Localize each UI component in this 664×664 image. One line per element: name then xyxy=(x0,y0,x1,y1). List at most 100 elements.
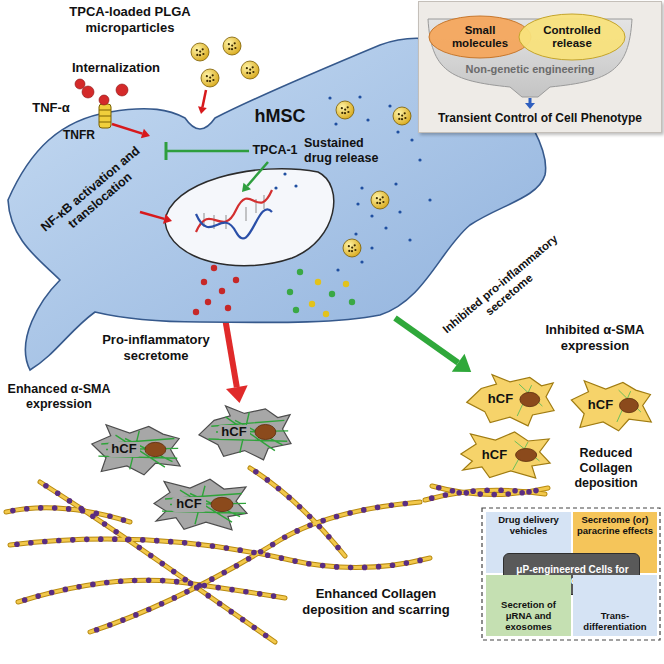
annotation-label: Reduced Collagen deposition xyxy=(552,446,660,491)
fibroblast-cell: hCF xyxy=(150,477,250,532)
annotation-label: Internalization xyxy=(60,60,172,76)
collagen-dot xyxy=(154,538,160,544)
dashed-frame xyxy=(482,508,660,640)
collagen-fiber-core xyxy=(432,486,548,495)
collagen-dot xyxy=(102,521,108,527)
collagen-dot xyxy=(136,545,142,551)
collagen-dot xyxy=(35,593,41,599)
cell-name: hCF xyxy=(172,497,206,512)
collagen-dot xyxy=(470,488,476,494)
collagen-dot xyxy=(94,627,100,633)
collagen-dot xyxy=(533,488,539,494)
feature-quadrant: Trans-differentiation xyxy=(573,575,657,636)
collagen-dot xyxy=(38,505,44,511)
node-text: hMSC xyxy=(248,106,312,127)
collagen-dot xyxy=(361,507,367,513)
collagen-dot xyxy=(210,543,216,549)
collagen-dot xyxy=(519,490,525,496)
collagen-dot xyxy=(159,601,165,607)
collagen-dot xyxy=(112,536,118,542)
small-molecules-ellipse: Small molecules xyxy=(428,15,532,59)
collagen-dot xyxy=(160,578,166,584)
collagen-dot xyxy=(221,570,227,576)
collagen-dot xyxy=(98,536,104,542)
collagen-dot xyxy=(132,578,138,584)
collagen-dot xyxy=(125,537,131,543)
collagen-dot xyxy=(140,537,146,543)
collagen-dot xyxy=(526,489,532,495)
collagen-dot xyxy=(404,560,410,566)
collagen-dot xyxy=(66,506,72,512)
collagen-dot xyxy=(42,539,48,545)
collagen-dot xyxy=(90,582,96,588)
collagen-dot xyxy=(257,591,263,597)
collagen-dot xyxy=(429,495,435,501)
collagen-fiber-core xyxy=(18,580,285,602)
collagen-dot xyxy=(443,492,449,498)
collagen-dot xyxy=(334,514,340,520)
collagen-dot xyxy=(148,553,154,559)
collagen-dot xyxy=(171,569,177,575)
collagen-dot xyxy=(205,593,211,599)
collagen-dot xyxy=(209,576,215,582)
collagen-dot xyxy=(417,558,423,564)
collagen-dot xyxy=(253,469,259,475)
ellipse-shape xyxy=(428,15,532,59)
collagen-fiber xyxy=(10,539,430,567)
collagen-dot xyxy=(63,587,69,593)
collagen-dot xyxy=(348,565,354,571)
collagen-dot xyxy=(229,587,235,593)
collagen-dot xyxy=(172,595,178,601)
inset-panel: Transient Control of Cell PhenotypeSmall… xyxy=(418,1,662,133)
collagen-dot xyxy=(237,547,243,553)
collagen-dot xyxy=(484,488,490,494)
collagen-dot xyxy=(113,529,119,535)
collagen-dot xyxy=(498,487,504,493)
collagen-dot xyxy=(76,584,82,590)
collagen-dot xyxy=(120,617,126,623)
collagen-dot xyxy=(334,564,340,570)
collagen-dot xyxy=(456,490,462,496)
collagen-dot xyxy=(202,583,208,589)
collagen-dot xyxy=(10,508,16,514)
collagen-dot xyxy=(146,577,152,583)
collagen-dot xyxy=(22,597,28,603)
collagen-dot xyxy=(251,550,257,556)
collagen-dot xyxy=(182,577,188,583)
collagen-dot xyxy=(159,561,165,567)
collagen-dot xyxy=(118,578,124,584)
collagen-dot xyxy=(188,581,194,587)
node-text: Non-genetic engineering xyxy=(460,63,600,76)
collagen-dot xyxy=(347,510,353,516)
collagen-dot xyxy=(146,607,152,613)
collagen-dot xyxy=(326,534,332,540)
collagen-dot xyxy=(450,488,456,494)
collagen-dot xyxy=(491,492,497,498)
collagen-fibers xyxy=(6,468,548,642)
collagen-dot xyxy=(43,483,49,489)
collagen-dot xyxy=(306,561,312,567)
collagen-dot xyxy=(263,633,269,639)
collagen-dot xyxy=(67,498,73,504)
ellipse-shape xyxy=(518,13,626,61)
fibroblast-cell: hCF xyxy=(87,422,182,477)
collagen-dot xyxy=(375,505,381,511)
cell-name: hCF xyxy=(478,448,511,463)
fibroblast-cell: hCF xyxy=(197,403,292,461)
collagen-dot xyxy=(282,534,288,540)
annotation-label: Enhanced Collagen deposition and scarrin… xyxy=(296,586,456,617)
collagen-dot xyxy=(264,477,270,483)
collagen-dot xyxy=(320,563,326,569)
collagen-dot xyxy=(271,593,277,599)
collagen-dot xyxy=(477,491,483,497)
annotation-label: TPCA-1 xyxy=(250,143,300,158)
collagen-dot xyxy=(80,508,86,514)
collagen-dot xyxy=(215,585,221,591)
collagen-dot xyxy=(224,545,230,551)
controlled-release-ellipse: Controlled release xyxy=(518,13,626,61)
collagen-dot xyxy=(243,589,249,595)
node-text: Small molecules xyxy=(442,24,518,50)
connector-arrow xyxy=(225,318,248,403)
collagen-dot xyxy=(197,583,203,589)
cell-name: hCF xyxy=(485,392,516,407)
